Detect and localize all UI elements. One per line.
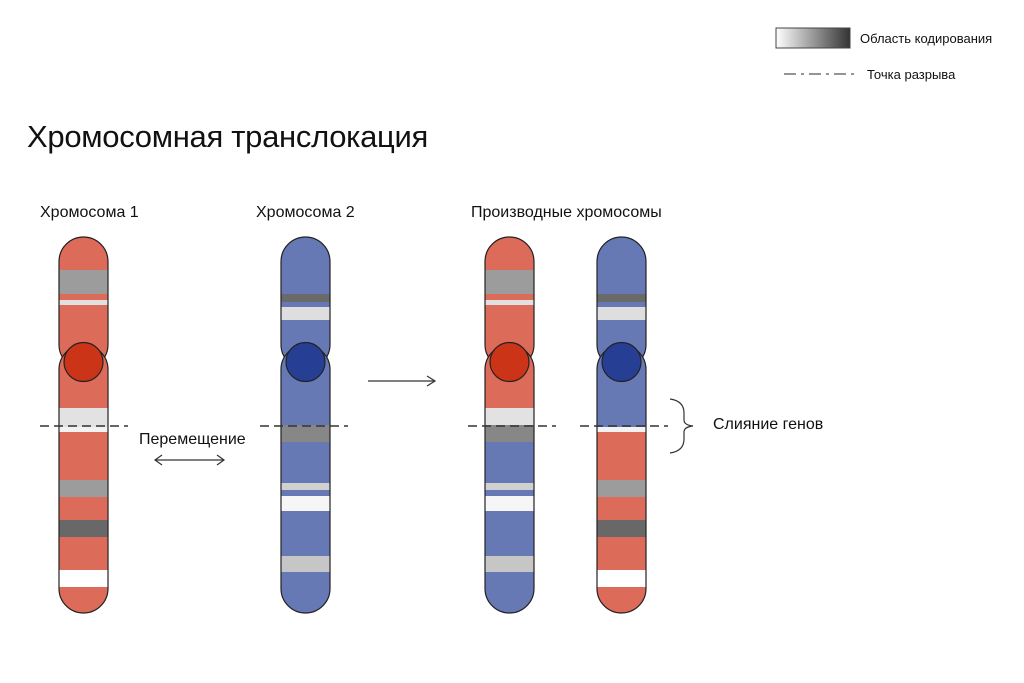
legend-breakpoint-label: Точка разрыва	[867, 67, 956, 82]
translocation-double-arrow-icon	[153, 454, 226, 466]
chromosome-1-centromere	[63, 341, 104, 383]
translocation-label: Перемещение	[139, 431, 246, 448]
derivative-1-centromere	[489, 341, 530, 383]
chromosome-2-centromere	[285, 341, 326, 383]
chromosome-1	[58, 236, 109, 614]
chromosome-1-label: Хромосома 1	[40, 204, 139, 221]
gene-fusion-label: Слияние генов	[713, 416, 824, 433]
result-arrow-icon	[368, 375, 437, 387]
diagram-title: Хромосомная транслокация	[27, 119, 428, 154]
fusion-brace-icon	[669, 398, 694, 454]
derivative-chromosome-1	[484, 236, 535, 614]
chromosome-2-label: Хромосома 2	[256, 204, 355, 221]
derivative-chromosomes-label: Производные хромосомы	[471, 204, 662, 221]
chromosome-2	[280, 236, 331, 614]
coding-region-legend-swatch	[775, 27, 851, 49]
legend-coding-region-label: Область кодирования	[860, 31, 993, 46]
derivative-2-centromere	[601, 341, 642, 383]
derivative-chromosome-2	[596, 236, 647, 614]
